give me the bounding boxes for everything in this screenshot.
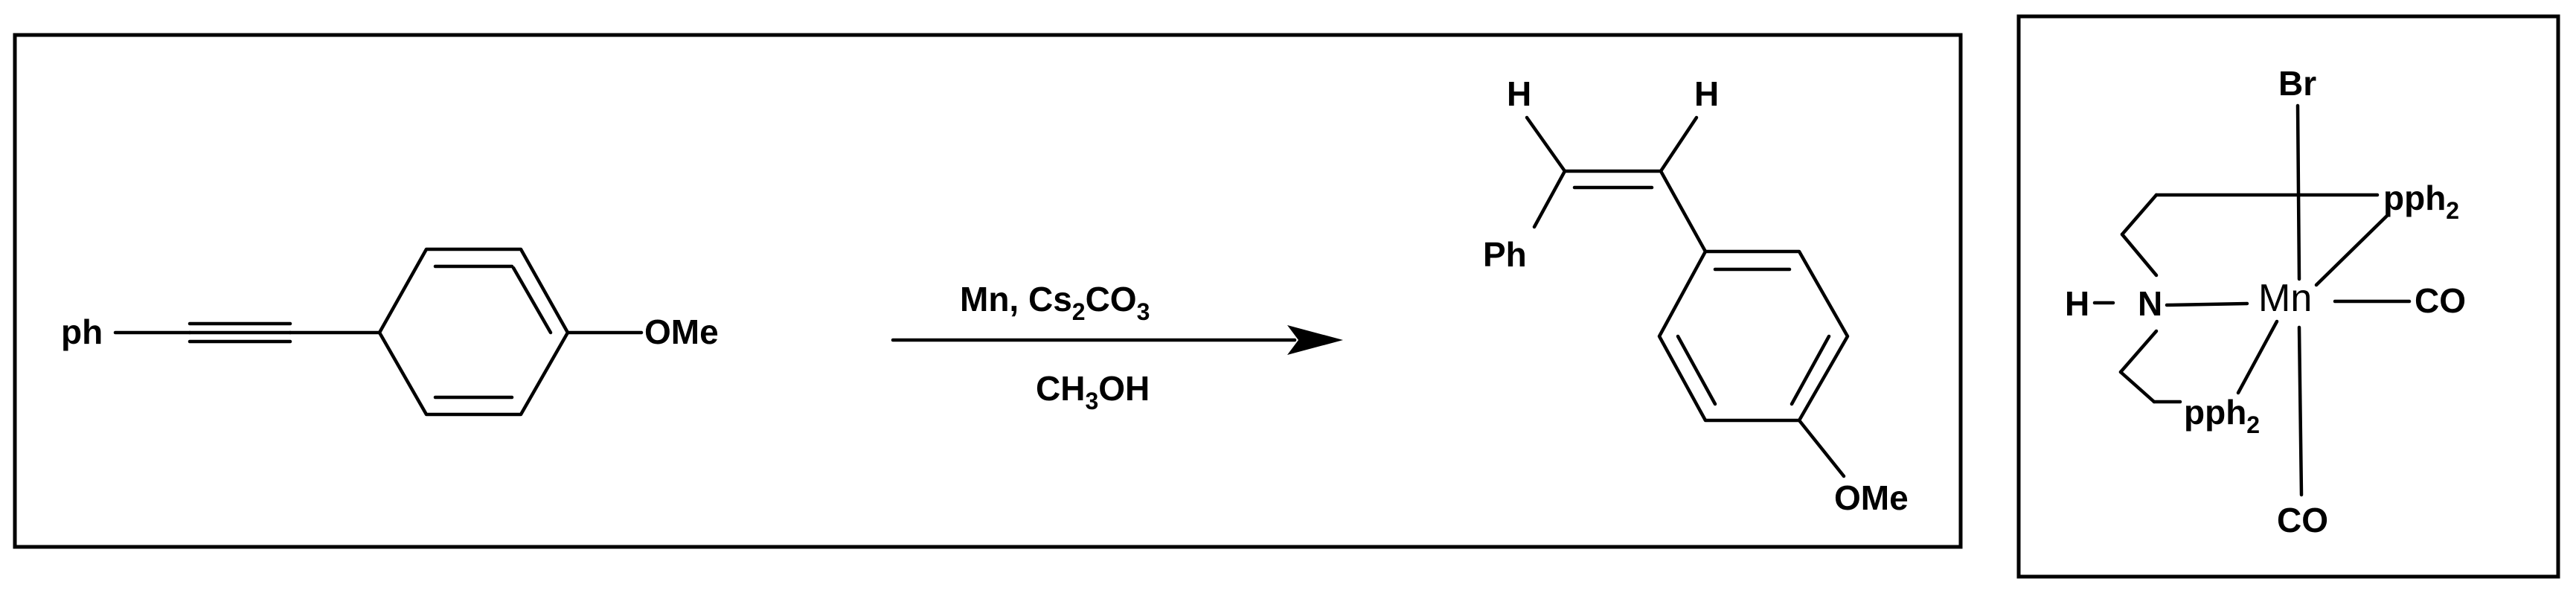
- product-h-left: H: [1507, 74, 1531, 113]
- reaction-arrow-head: [1287, 325, 1343, 355]
- product-ring-double-c: [1790, 334, 1831, 406]
- product-ome-label: OMe: [1834, 478, 1909, 517]
- product-ph-bond: [1532, 169, 1567, 229]
- product-h-right-bond: [1659, 115, 1699, 173]
- product-h-left-bond: [1525, 115, 1567, 173]
- product-h-right: H: [1694, 74, 1719, 113]
- product-ph-label: Ph: [1483, 235, 1527, 274]
- catalyst-structure: Br Mn H N pph2 pph2 CO CO: [2065, 64, 2466, 539]
- lower-arm-bond-1: [2118, 329, 2159, 374]
- lower-arm-bond-2: [2118, 370, 2156, 404]
- mn-co-bottom-bond: [2297, 325, 2304, 497]
- mn-br-bond: [2295, 103, 2301, 281]
- product-ring-double-b: [1676, 334, 1717, 406]
- reagent-mn-cs: Mn, Cs: [960, 280, 1072, 318]
- ring-double-bond-c: [511, 266, 553, 335]
- product-structure: H H Ph OMe: [1483, 74, 1909, 517]
- mn-p-top-bond: [2314, 214, 2389, 287]
- upper-arm-bond-1: [2120, 232, 2159, 278]
- reagent-co: CO: [1086, 280, 1137, 318]
- solvent-sub-3: 3: [1085, 388, 1098, 414]
- solvent-ch: CH: [1036, 369, 1085, 408]
- product-benzene-ring: [1657, 249, 1850, 423]
- catalyst-h-label: H: [2065, 284, 2089, 323]
- reactant-ome-label: OMe: [644, 312, 719, 351]
- reagent-sub-3: 3: [1137, 298, 1150, 325]
- reaction-frame: [13, 33, 1963, 549]
- reagent-sub-2: 2: [1072, 298, 1086, 325]
- solvent-oh: OH: [1098, 369, 1150, 408]
- mn-p-bottom-bond: [2236, 319, 2279, 395]
- product-ring-bond: [1659, 169, 1708, 254]
- catalyst-pph-top: pph2: [2383, 179, 2459, 224]
- catalyst-frame: [2016, 14, 2560, 579]
- catalyst-mn-label: Mn: [2258, 277, 2312, 320]
- catalyst-n-label: N: [2138, 284, 2162, 323]
- arrow-reagents: Mn, Cs2CO3: [960, 280, 1150, 325]
- catalyst-pph-bottom: pph2: [2184, 393, 2260, 438]
- catalyst-co-bottom: CO: [2277, 501, 2328, 539]
- upper-arm-bond-2: [2120, 193, 2159, 237]
- reactant-ph-label: ph: [61, 312, 103, 351]
- reactant-structure: ph OMe: [61, 247, 719, 417]
- reactant-benzene-ring: [377, 247, 570, 417]
- product-ome-bond: [1797, 418, 1846, 478]
- arrow-solvent: CH3OH: [1036, 369, 1150, 414]
- n-mn-bond: [2165, 301, 2249, 307]
- catalyst-co-right: CO: [2415, 281, 2466, 320]
- reaction-arrow-group: Mn, Cs2CO3 CH3OH: [891, 280, 1343, 414]
- catalyst-br-label: Br: [2278, 64, 2316, 103]
